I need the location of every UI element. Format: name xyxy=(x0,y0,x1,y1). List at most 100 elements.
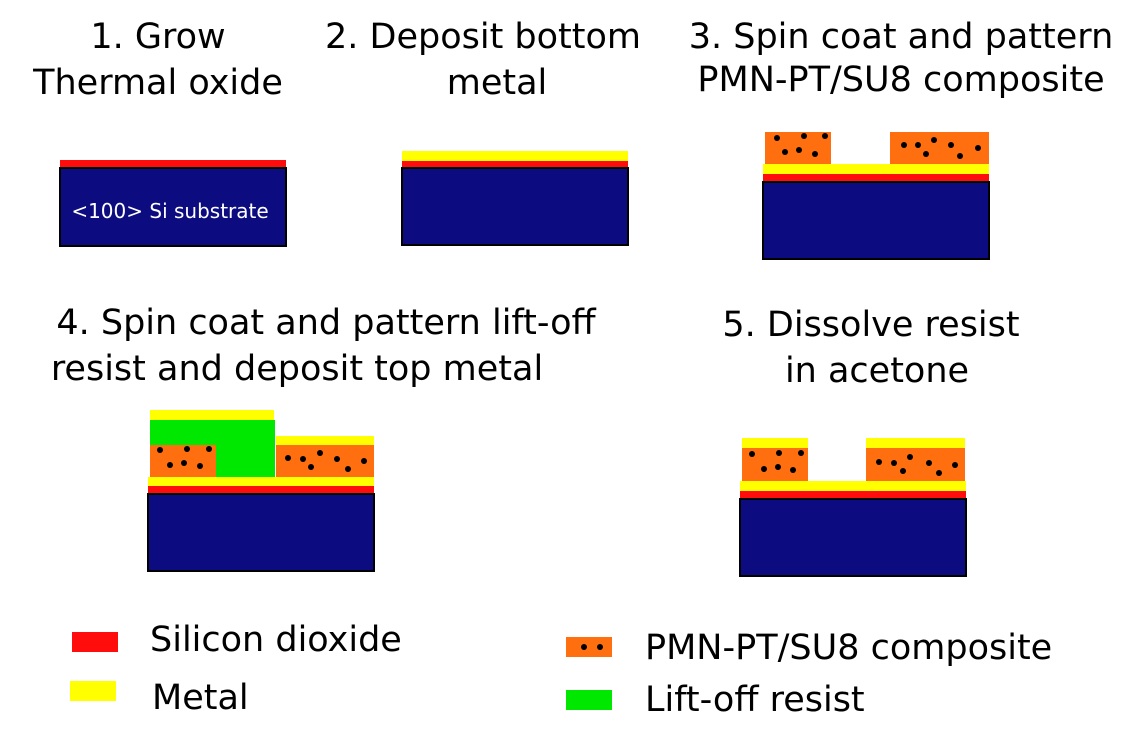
particle xyxy=(749,451,755,457)
step-4-top-metal-on-resist xyxy=(150,410,274,420)
particle xyxy=(948,142,954,148)
particle xyxy=(876,459,882,465)
particle xyxy=(285,455,291,461)
step-2-bottom-metal xyxy=(402,151,628,161)
step-5-bottom-metal xyxy=(740,481,966,491)
step-4-title: 4. Spin coat and pattern lift-off resist… xyxy=(51,303,597,389)
legend-swatch-resist xyxy=(566,690,612,710)
legend-item-metal: Metal xyxy=(70,678,249,718)
step-5-substrate xyxy=(739,498,967,577)
particle xyxy=(975,145,981,151)
particle xyxy=(891,460,897,466)
particle xyxy=(181,460,187,466)
step-1-substrate xyxy=(59,167,287,247)
step-3-oxide xyxy=(763,174,989,182)
step-5-title: 5. Dissolve resist in acetone xyxy=(722,305,1019,391)
step-4-stack xyxy=(147,410,375,572)
particle xyxy=(197,463,203,469)
particle xyxy=(345,466,351,472)
step-4-oxide xyxy=(148,486,374,494)
step-3-stack xyxy=(762,132,990,260)
legend-item-resist: Lift-off resist xyxy=(566,680,865,720)
step-5-oxide xyxy=(740,491,966,499)
particle xyxy=(317,450,323,456)
step-1-oxide xyxy=(60,160,286,168)
particle xyxy=(790,467,796,473)
step-2-title: 2. Deposit bottom metal xyxy=(325,17,641,103)
step-3-title-line-1: 3. Spin coat and pattern xyxy=(689,17,1114,57)
step-5-top-metal-left xyxy=(742,438,808,448)
particle xyxy=(796,147,802,153)
particle xyxy=(901,142,907,148)
step-5-particles xyxy=(749,450,958,476)
particle xyxy=(775,464,781,470)
particle xyxy=(334,456,340,462)
legend-item-oxide: Silicon dioxide xyxy=(72,620,402,660)
step-3-composite-right xyxy=(890,132,989,164)
particle xyxy=(926,460,932,466)
step-4-composite-right xyxy=(276,445,374,477)
particle xyxy=(936,470,942,476)
legend-swatch-particle xyxy=(597,644,603,650)
step-5-stack xyxy=(739,438,967,577)
step-4-substrate xyxy=(147,493,375,572)
particle xyxy=(923,151,929,157)
particle xyxy=(822,133,828,139)
particle xyxy=(952,462,958,468)
particle xyxy=(308,464,314,470)
particle xyxy=(812,151,818,157)
particle xyxy=(167,462,173,468)
particle xyxy=(957,153,963,159)
legend-label-oxide: Silicon dioxide xyxy=(150,620,402,660)
step-2-title-line-1: 2. Deposit bottom xyxy=(325,17,641,57)
particle xyxy=(915,142,921,148)
step-3-substrate xyxy=(762,181,990,260)
step-1-stack: <100> Si substrate xyxy=(59,160,287,247)
particle xyxy=(206,446,212,452)
step-2-substrate xyxy=(401,167,629,246)
legend: Silicon dioxide Metal PMN-PT/SU8 composi… xyxy=(70,620,1052,720)
particle xyxy=(300,456,306,462)
particle xyxy=(907,454,913,460)
particle xyxy=(761,466,767,472)
particle xyxy=(798,450,804,456)
step-5-title-line-1: 5. Dissolve resist xyxy=(722,305,1019,345)
particle xyxy=(776,450,782,456)
step-4-title-line-2: resist and deposit top metal xyxy=(51,349,543,389)
step-5-title-line-2: in acetone xyxy=(785,351,969,391)
substrate-label: <100> Si substrate xyxy=(71,199,268,223)
step-2-stack xyxy=(401,151,629,246)
particle xyxy=(801,133,807,139)
particle xyxy=(157,447,163,453)
step-1-title-line-1: 1. Grow xyxy=(90,17,225,57)
step-1-title: 1. Grow Thermal oxide xyxy=(32,17,283,103)
legend-label-resist: Lift-off resist xyxy=(645,680,865,720)
legend-item-composite: PMN-PT/SU8 composite xyxy=(566,628,1052,668)
particle xyxy=(900,468,906,474)
step-3-particles xyxy=(774,133,981,159)
particle xyxy=(931,137,937,143)
particle xyxy=(184,446,190,452)
step-4-particles xyxy=(157,446,367,472)
step-4-top-metal-on-composite xyxy=(276,436,374,445)
step-2-oxide xyxy=(402,161,628,168)
step-3-title: 3. Spin coat and pattern PMN-PT/SU8 comp… xyxy=(689,17,1114,100)
step-4-title-line-1: 4. Spin coat and pattern lift-off xyxy=(56,303,596,343)
step-3-bottom-metal xyxy=(763,164,989,174)
step-3-title-line-2: PMN-PT/SU8 composite xyxy=(697,60,1104,100)
step-1-title-line-2: Thermal oxide xyxy=(32,63,283,103)
step-4-bottom-metal xyxy=(148,477,374,486)
legend-swatch-particle xyxy=(581,644,587,650)
legend-swatch-composite xyxy=(566,637,612,657)
step-5-composite-right xyxy=(866,448,965,481)
particle xyxy=(782,149,788,155)
step-5-top-metal-right xyxy=(866,438,965,448)
legend-label-composite: PMN-PT/SU8 composite xyxy=(645,628,1052,668)
particle xyxy=(361,458,367,464)
legend-swatch-metal xyxy=(70,681,116,701)
legend-label-metal: Metal xyxy=(152,678,249,718)
legend-swatch-oxide xyxy=(72,632,118,652)
particle xyxy=(774,135,780,141)
step-2-title-line-2: metal xyxy=(447,63,548,103)
